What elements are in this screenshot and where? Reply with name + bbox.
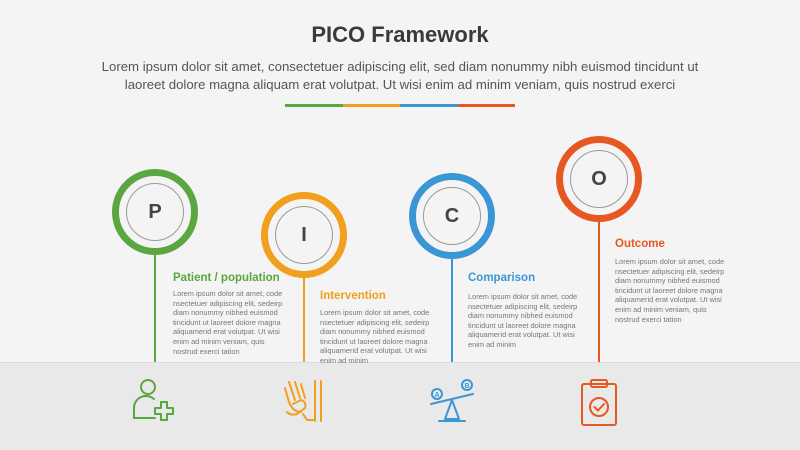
page-title: PICO Framework	[311, 22, 489, 47]
desc-line: Lorem ipsum dolor sit amet, code	[615, 257, 725, 266]
label-comparison: Comparison	[468, 272, 536, 284]
desc-line: aliquamerid erat volutpat. Ut wisi	[468, 330, 575, 340]
hands-intervention-icon	[284, 380, 322, 422]
divider-segment-green	[285, 104, 343, 107]
desc-line: tincidunt ut laoreet dolore magna	[173, 317, 281, 327]
desc-line: nostrud exerci tation	[615, 314, 682, 324]
label-outcome: Outcome	[615, 238, 665, 250]
desc-line: aliquamerid erat volutpat. Ut wisi	[173, 327, 280, 337]
letter-i: I	[275, 206, 333, 264]
label-patient-population: Patient / population	[173, 272, 280, 284]
label-intervention: Intervention	[320, 290, 386, 302]
icon-floor	[0, 362, 800, 450]
divider-segment-orange	[342, 104, 400, 107]
subtitle-line: Lorem ipsum dolor sit amet, consectetuer…	[101, 59, 699, 74]
desc-line: tincidunt ut laoreet dolore magna	[320, 336, 428, 346]
desc-line: nsectetuer adipiscing elit, sedeirp	[615, 266, 725, 276]
svg-text:B: B	[464, 383, 469, 390]
letter-c: C	[423, 187, 481, 245]
desc-line: aliquamerid erat volutpat. Ut wisi	[320, 346, 427, 356]
desc-line: aliquamerid erat volutpat. Ut wisi	[615, 295, 722, 305]
desc-patient-population: Lorem ipsum dolor sit amet, code nsectet…	[173, 289, 288, 356]
stem-c	[451, 258, 453, 362]
divider-segment-blue	[400, 104, 458, 107]
desc-outcome: Lorem ipsum dolor sit amet, code nsectet…	[615, 257, 730, 324]
svg-text:A: A	[434, 392, 439, 399]
patient-add-icon	[132, 379, 174, 421]
desc-line: Lorem ipsum dolor sit amet, code	[468, 292, 578, 301]
desc-line: Lorem ipsum dolor sit amet, code	[320, 308, 430, 317]
desc-line: diam nonummy nibhed euismod	[320, 327, 425, 337]
desc-line: tincidunt ut laoreet dolore magna	[615, 285, 723, 295]
stem-i	[303, 276, 305, 362]
desc-line: diam nonummy nibhed euismod	[615, 276, 720, 286]
desc-line: enim ad minim veniam, quis	[173, 336, 265, 346]
circle-c: C	[409, 173, 495, 259]
desc-line: enim ad minim	[468, 339, 517, 349]
desc-intervention: Lorem ipsum dolor sit amet, code nsectet…	[320, 308, 435, 366]
desc-line: nsectetuer adipiscing elit, sedeirp	[173, 298, 283, 308]
stem-o	[598, 220, 600, 362]
desc-comparison: Lorem ipsum dolor sit amet, code nsectet…	[468, 292, 583, 350]
circle-i: I	[261, 192, 347, 278]
desc-line: nsectetuer adipiscing elit, sedeirp	[468, 301, 578, 311]
letter-o: O	[570, 150, 628, 208]
desc-line: enim ad minim veniam, quis	[615, 304, 707, 314]
stem-p	[154, 254, 156, 362]
divider-segment-red	[457, 104, 515, 107]
circle-p: P	[112, 169, 198, 255]
desc-line: tincidunt ut laoreet dolore magna	[468, 320, 576, 330]
page-subtitle: Lorem ipsum dolor sit amet, consectetuer…	[0, 58, 800, 94]
desc-line: enim ad minim	[320, 355, 369, 365]
circle-o: O	[556, 136, 642, 222]
clipboard-check-icon	[581, 379, 617, 426]
seesaw-comparison-icon: A B	[430, 379, 474, 422]
title-divider	[285, 104, 515, 107]
desc-line: diam nonummy nibhed euismod	[468, 311, 573, 321]
desc-line: nsectetuer adipiscing elit, sedeirp	[320, 317, 430, 327]
letter-p: P	[126, 183, 184, 241]
desc-line: Lorem ipsum dolor sit amet, code	[173, 289, 283, 298]
subtitle-line: laoreet dolore magna aliquam erat volutp…	[124, 77, 676, 92]
desc-line: diam nonummy nibhed euismod	[173, 308, 278, 318]
desc-line: nostrud exerci tation	[173, 346, 240, 356]
